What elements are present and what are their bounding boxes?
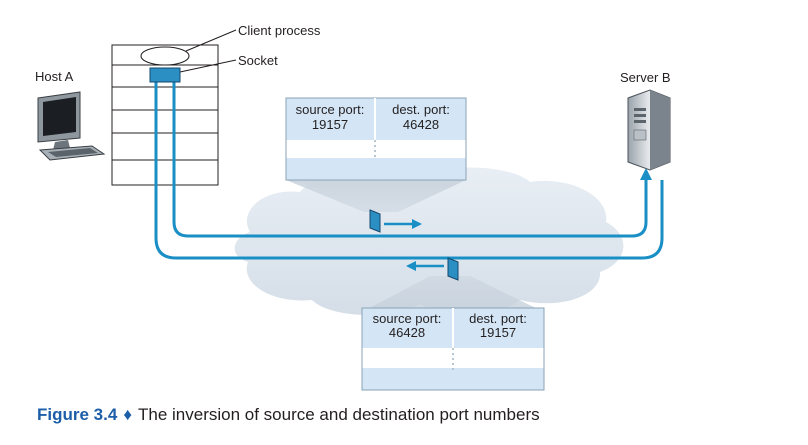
segment-shadow-bottom	[362, 276, 544, 312]
segment-2-source-port-label: source port:	[373, 311, 442, 326]
segment-1-source-port-label: source port:	[296, 102, 365, 117]
packet-icon	[447, 257, 459, 281]
figure-number: Figure 3.4	[37, 405, 118, 424]
pipe-inner	[172, 82, 648, 238]
client-process-ellipse	[140, 46, 190, 66]
network-cloud	[234, 167, 624, 315]
arrowhead-up-server	[640, 168, 652, 180]
segment-shadow-top	[286, 180, 466, 212]
segment-1-dest-port-label: dest. port:	[392, 102, 450, 117]
segment-1-dest-port-value: 46428	[403, 117, 439, 132]
segment-client-to-server: source port: 19157 dest. port: 46428	[285, 97, 467, 181]
segment-1-source-port-value: 19157	[312, 117, 348, 132]
arrow-left-icon	[406, 261, 444, 271]
client-process-label: Client process	[238, 23, 321, 38]
arrow-right-icon	[384, 219, 422, 229]
segment-2-dest-port-value: 19157	[480, 325, 516, 340]
host-a-label: Host A	[35, 69, 74, 84]
segment-2-source-port-value: 46428	[389, 325, 425, 340]
server-b-label: Server B	[620, 70, 671, 85]
socket-box	[149, 67, 181, 83]
caption-text: The inversion of source and destination …	[138, 405, 540, 424]
socket-label: Socket	[238, 53, 278, 68]
packet-icon	[369, 209, 381, 233]
client-process-leader	[185, 29, 237, 52]
socket-leader	[179, 59, 237, 73]
figure-caption: Figure 3.4 ♦ The inversion of source and d…	[37, 405, 540, 425]
caption-separator: ♦	[123, 405, 132, 424]
host-a-stack	[111, 44, 219, 186]
segment-server-to-client: source port: 46428 dest. port: 19157	[361, 307, 545, 391]
segment-2-dest-port-label: dest. port:	[469, 311, 527, 326]
pipe-outer	[154, 82, 664, 260]
desktop-computer-icon	[37, 91, 106, 161]
server-tower-icon	[627, 89, 671, 171]
